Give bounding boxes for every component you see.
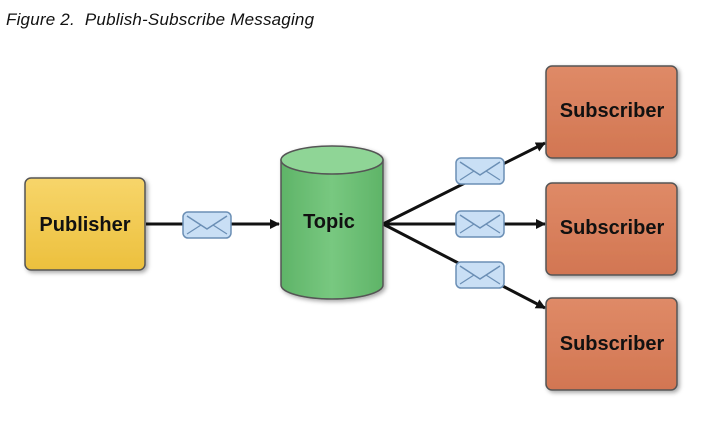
subscriber-label: Subscriber: [560, 100, 665, 122]
subscriber-node: Subscriber: [545, 65, 678, 159]
topic-label: Topic: [303, 211, 355, 233]
subscriber-node: Subscriber: [545, 297, 678, 391]
envelope-icon: [182, 211, 232, 239]
envelope-icon: [455, 210, 505, 238]
figure-caption: Figure 2. Publish-Subscribe Messaging: [6, 10, 314, 30]
figure-label: Figure 2.: [6, 10, 75, 29]
publisher-label: Publisher: [39, 214, 130, 236]
topic-node: [280, 145, 384, 300]
envelope-icon: [455, 157, 505, 185]
subscriber-node: Subscriber: [545, 182, 678, 276]
subscriber-label: Subscriber: [560, 217, 665, 239]
envelope-icon: [455, 261, 505, 289]
figure-title: Publish-Subscribe Messaging: [84, 10, 315, 29]
publisher-node: Publisher: [24, 177, 146, 271]
subscriber-label: Subscriber: [560, 333, 665, 355]
